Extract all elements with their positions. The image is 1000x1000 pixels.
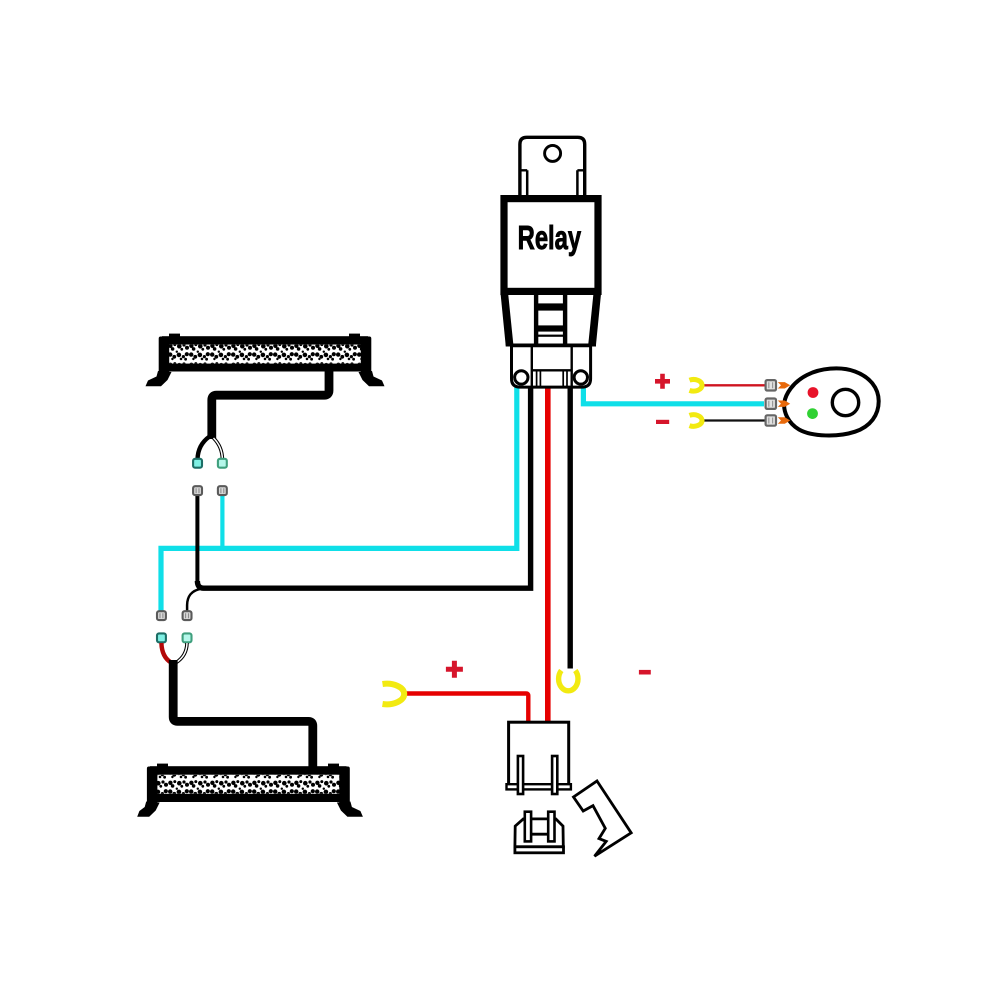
svg-text:Relay: Relay [518, 219, 582, 256]
